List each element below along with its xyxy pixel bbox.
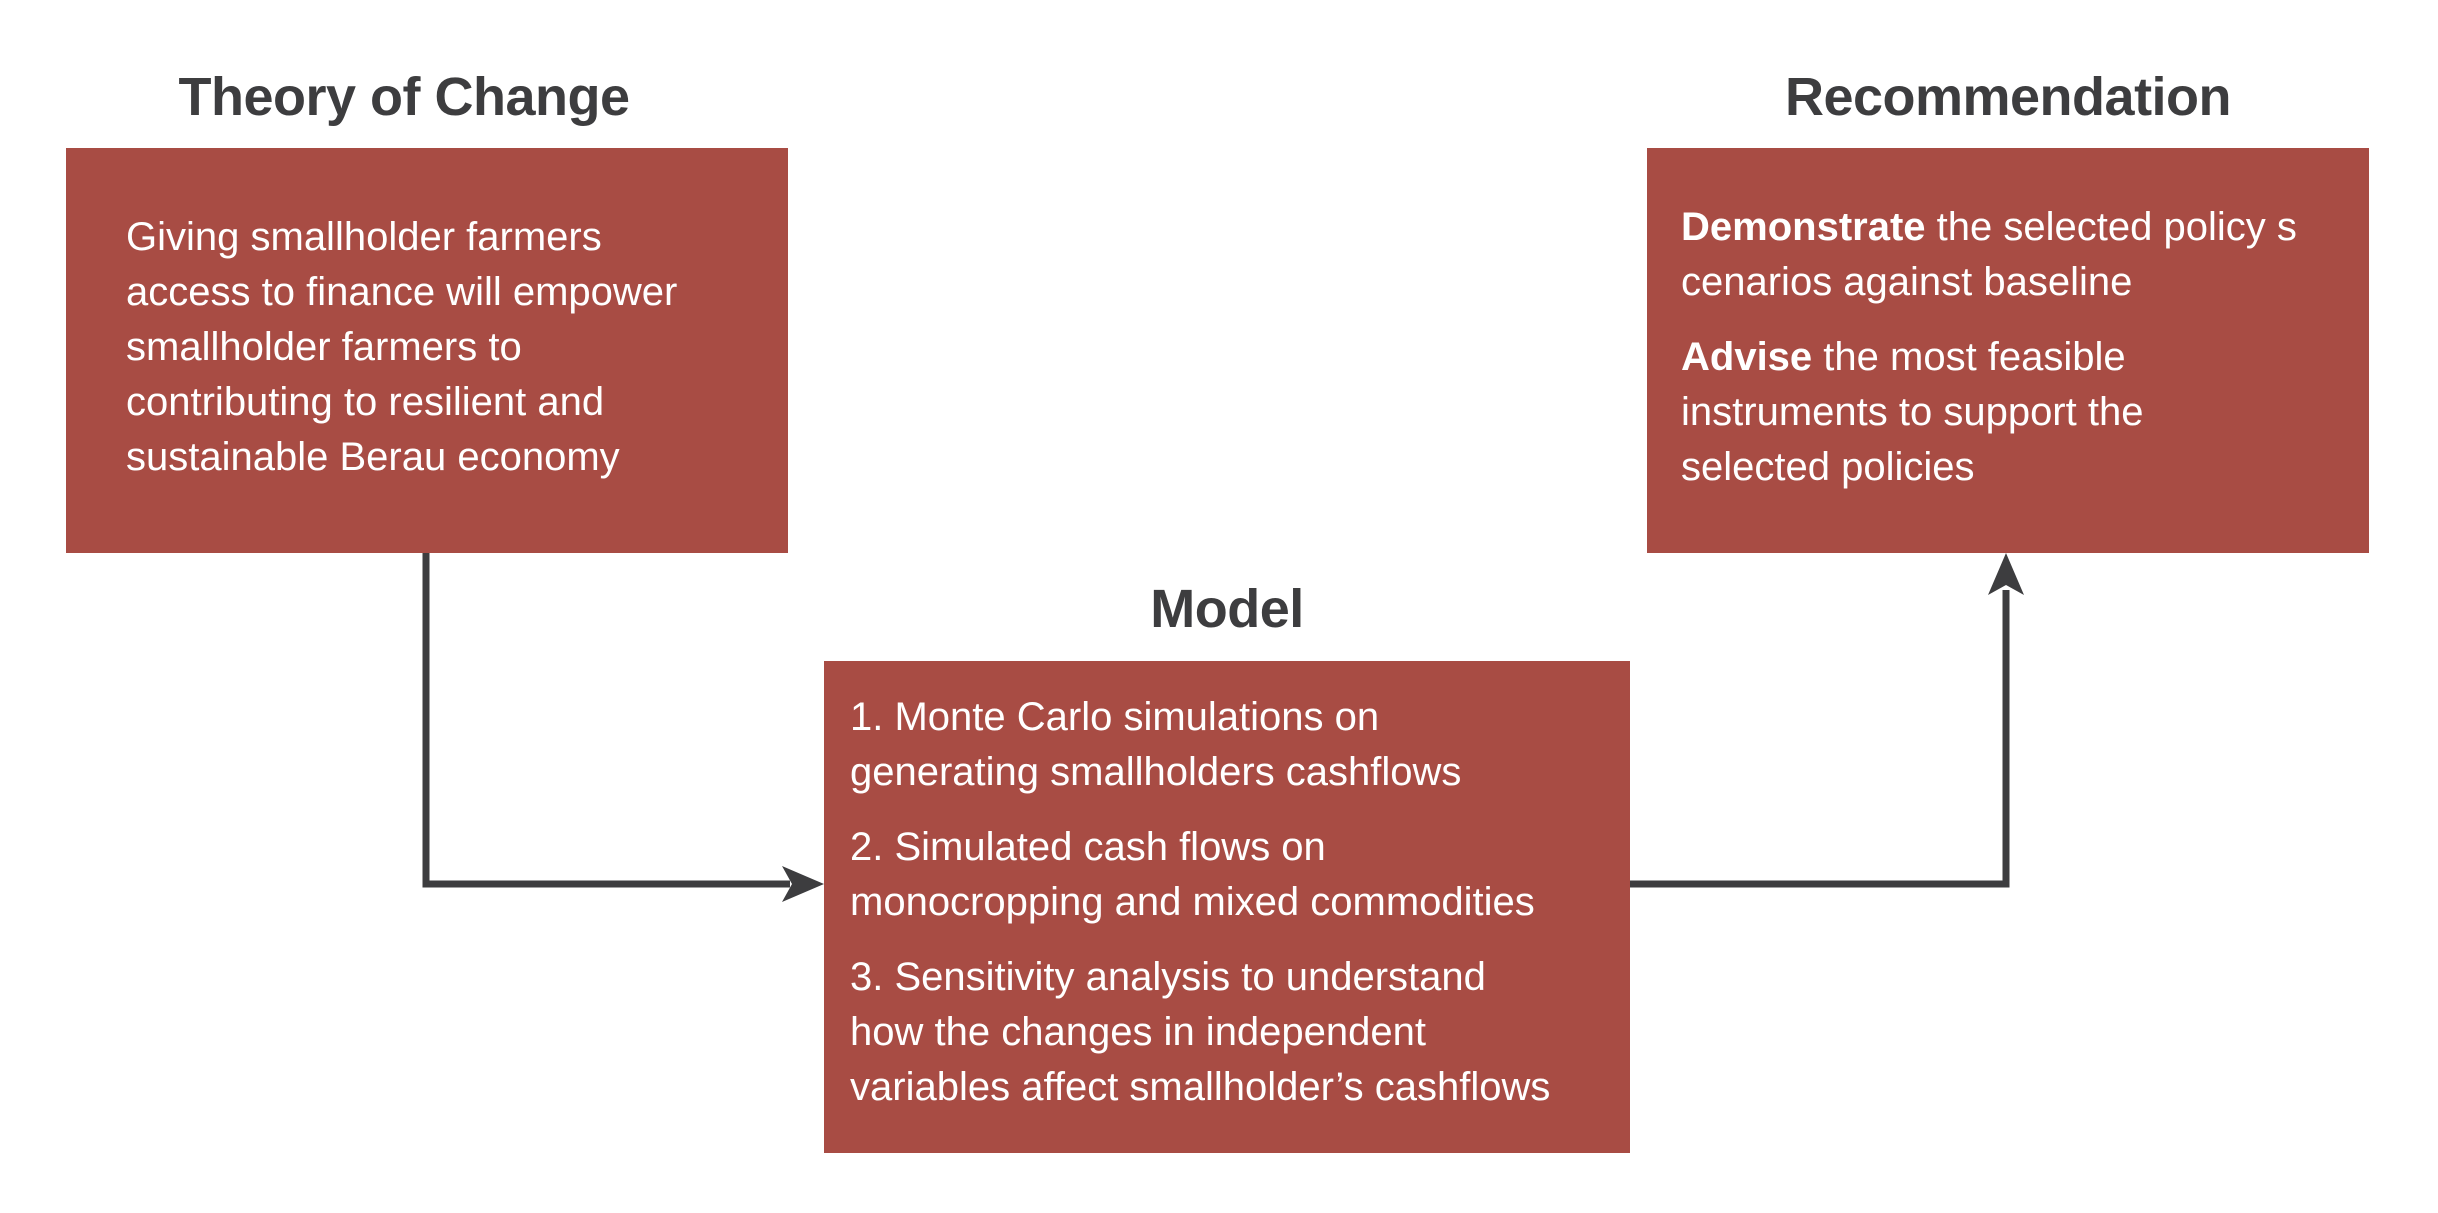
recommendation-line: Demonstrate the selected policy s [1681, 200, 2343, 255]
connector-theory-to-model [422, 553, 790, 888]
recommendation-text: the most feasible [1812, 335, 2126, 379]
recommendation-item-advise: Advise the most feasible instruments to … [1681, 330, 2343, 495]
model-line: how the changes in independent [850, 1010, 1427, 1054]
theory-of-change-line: sustainable Berau economy [126, 435, 620, 479]
arrowhead-right-icon [782, 866, 824, 902]
recommendation-heading: Recommendation [1784, 67, 2232, 127]
recommendation-item-demonstrate: Demonstrate the selected policy s cenari… [1681, 200, 2343, 310]
recommendation-box: Demonstrate the selected policy s cenari… [1647, 148, 2369, 553]
model-item-2: 2. Simulated cash flows on monocropping … [850, 820, 1620, 930]
model-line: monocropping and mixed commodities [850, 880, 1535, 924]
recommendation-keyword: Demonstrate [1681, 205, 1926, 249]
theory-of-change-line: smallholder farmers to [126, 325, 522, 369]
recommendation-line: Advise the most feasible [1681, 330, 2343, 385]
connector-model-to-recommendation [1630, 590, 2010, 888]
model-box: 1. Monte Carlo simulations on generating… [824, 661, 1630, 1153]
recommendation-line: selected policies [1681, 445, 1975, 489]
theory-of-change-line: contributing to resilient and [126, 380, 605, 424]
model-line: variables affect smallholder’s cashflows [850, 1065, 1551, 1109]
recommendation-text: the selected policy s [1925, 205, 2297, 249]
arrowhead-up-icon [1988, 553, 2024, 595]
model-heading: Model [1150, 579, 1304, 639]
model-line: 2. Simulated cash flows on [850, 825, 1326, 869]
model-line: 3. Sensitivity analysis to understand [850, 955, 1486, 999]
model-line: generating smallholders cashflows [850, 750, 1462, 794]
model-item-1: 1. Monte Carlo simulations on generating… [850, 690, 1620, 800]
theory-of-change-heading: Theory of Change [178, 67, 630, 127]
recommendation-line: cenarios against baseline [1681, 260, 2133, 304]
theory-of-change-line: Giving smallholder farmers [126, 215, 602, 259]
model-line: 1. Monte Carlo simulations on [850, 695, 1380, 739]
theory-of-change-box: Giving smallholder farmers access to fin… [66, 148, 788, 553]
recommendation-keyword: Advise [1681, 335, 1813, 379]
theory-of-change-line: access to finance will empower [126, 270, 678, 314]
recommendation-line: instruments to support the [1681, 390, 2144, 434]
model-item-3: 3. Sensitivity analysis to understand ho… [850, 950, 1620, 1115]
